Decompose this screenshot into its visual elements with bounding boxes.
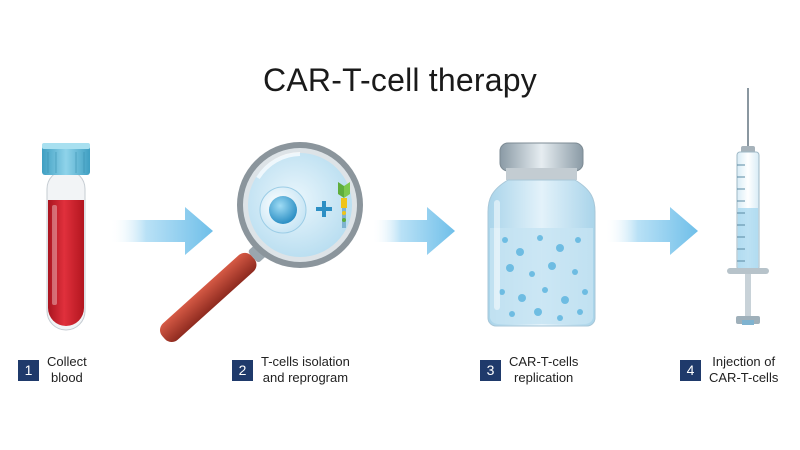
step-3: 3 CAR-T-cells replication xyxy=(480,354,578,386)
blood-tube-icon xyxy=(42,143,90,331)
diagram-title: CAR-T-cell therapy xyxy=(263,62,537,98)
step-1: 1 Collect blood xyxy=(18,354,87,386)
magnifier-icon xyxy=(159,142,363,343)
step-number-badge: 3 xyxy=(480,359,501,381)
arrow-icon xyxy=(372,207,455,255)
step-4: 4 Injection of CAR-T-cells xyxy=(680,354,778,386)
step-number-badge: 4 xyxy=(680,359,701,381)
step-number-badge: 1 xyxy=(18,359,39,381)
step-label: T-cells isolation and reprogram xyxy=(261,354,350,385)
arrow-icon xyxy=(605,207,698,255)
vial-icon xyxy=(487,142,596,327)
step-number-badge: 2 xyxy=(232,359,253,381)
cell-icon xyxy=(259,186,307,234)
plus-icon xyxy=(316,201,332,217)
arrow-icon xyxy=(110,207,213,255)
step-2: 2 T-cells isolation and reprogram xyxy=(232,354,350,386)
syringe-icon xyxy=(727,88,769,325)
step-label: CAR-T-cells replication xyxy=(509,354,579,385)
step-label: Collect blood xyxy=(47,354,87,385)
step-label: Injection of CAR-T-cells xyxy=(709,354,779,385)
car-receptor-icon xyxy=(338,182,350,228)
